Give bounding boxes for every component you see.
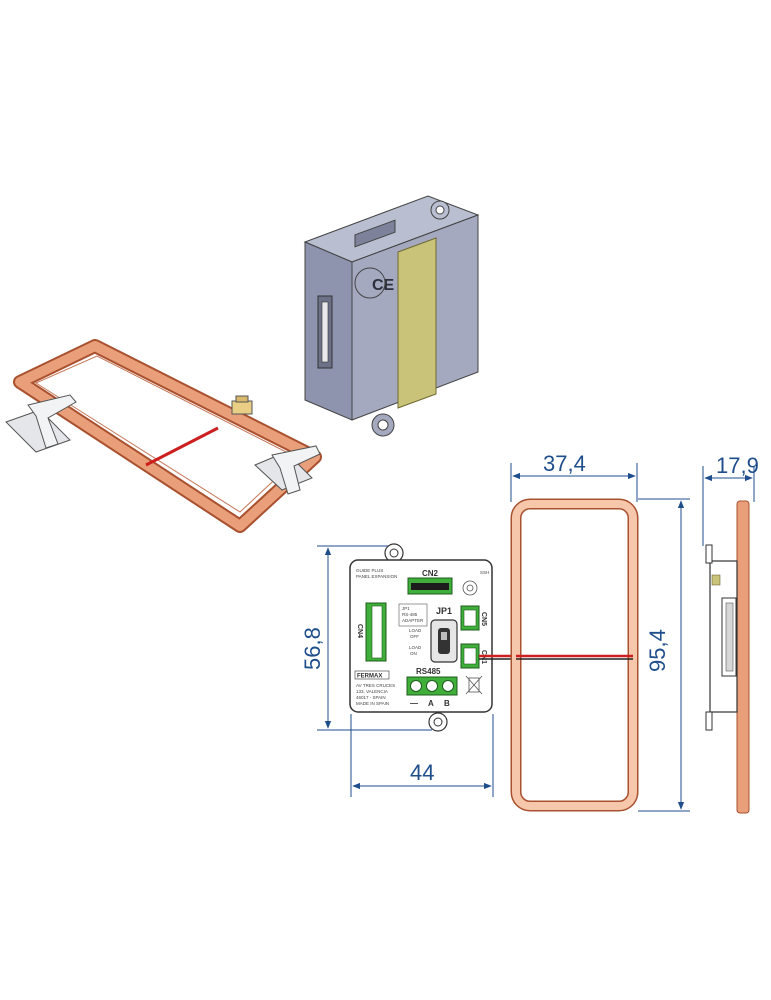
jp1-box-line2: RS-485 (402, 612, 418, 617)
address-line2: 133, VALENCIA (356, 689, 388, 694)
module-width-dimension: 44 (410, 760, 434, 785)
terminal-a-label: A (428, 699, 434, 708)
dimension-lines (317, 463, 755, 812)
coil-height-dimension: 95,4 (645, 629, 670, 672)
side-thickness-dimension: 17,9 (716, 453, 759, 478)
side-view (705, 500, 750, 814)
cn5-label: CN5 (480, 612, 487, 626)
load-on-line2: ON (410, 651, 417, 656)
address-line4: MADE IN SPAIN (356, 701, 389, 706)
ce-mark: CE (372, 277, 395, 294)
isometric-module-housing: CE (303, 195, 480, 437)
terminal-minus-label: — (410, 699, 418, 708)
model-line1: GUIDE PLUS (356, 568, 383, 573)
load-off-line2: OFF (410, 634, 419, 639)
recycle-icon (462, 580, 478, 596)
module-height-dimension: 56,8 (300, 627, 325, 670)
address-line1: AV TRES CRUCES (356, 683, 395, 688)
load-on-line1: LOAD (409, 645, 422, 650)
housing-yellow-label (397, 237, 437, 409)
coil-width-dimension: 37,4 (543, 451, 586, 476)
right-mounting-clip (254, 445, 321, 495)
jp1-box-line1: JP1 (402, 606, 410, 611)
terminal-b-label: B (444, 699, 450, 708)
cn4-label: CN4 (356, 624, 363, 638)
rs485-label: RS485 (416, 667, 441, 676)
jp1-label: JP1 (436, 606, 452, 616)
revision-text: SSH (480, 570, 489, 575)
brand-logo: FERMAX (357, 674, 382, 680)
pcb-front-view: CN2 CN4 JP1 JP1 RS-485 ADAPTER LOAD OFF … (349, 543, 516, 732)
coil-front-view (510, 498, 639, 812)
isometric-coil-view (5, 339, 322, 533)
jp1-box-line3: ADAPTER (402, 618, 424, 623)
weee-bin-icon (465, 675, 483, 695)
cn2-label: CN2 (422, 569, 439, 578)
coil-wire (145, 426, 219, 467)
coil-connector (231, 395, 253, 415)
load-off-line1: LOAD (409, 628, 422, 633)
left-mounting-clip (5, 394, 77, 453)
address-line3: 46017 - SPAIN (356, 695, 386, 700)
model-line2: PANEL EXPANSION (356, 574, 397, 579)
